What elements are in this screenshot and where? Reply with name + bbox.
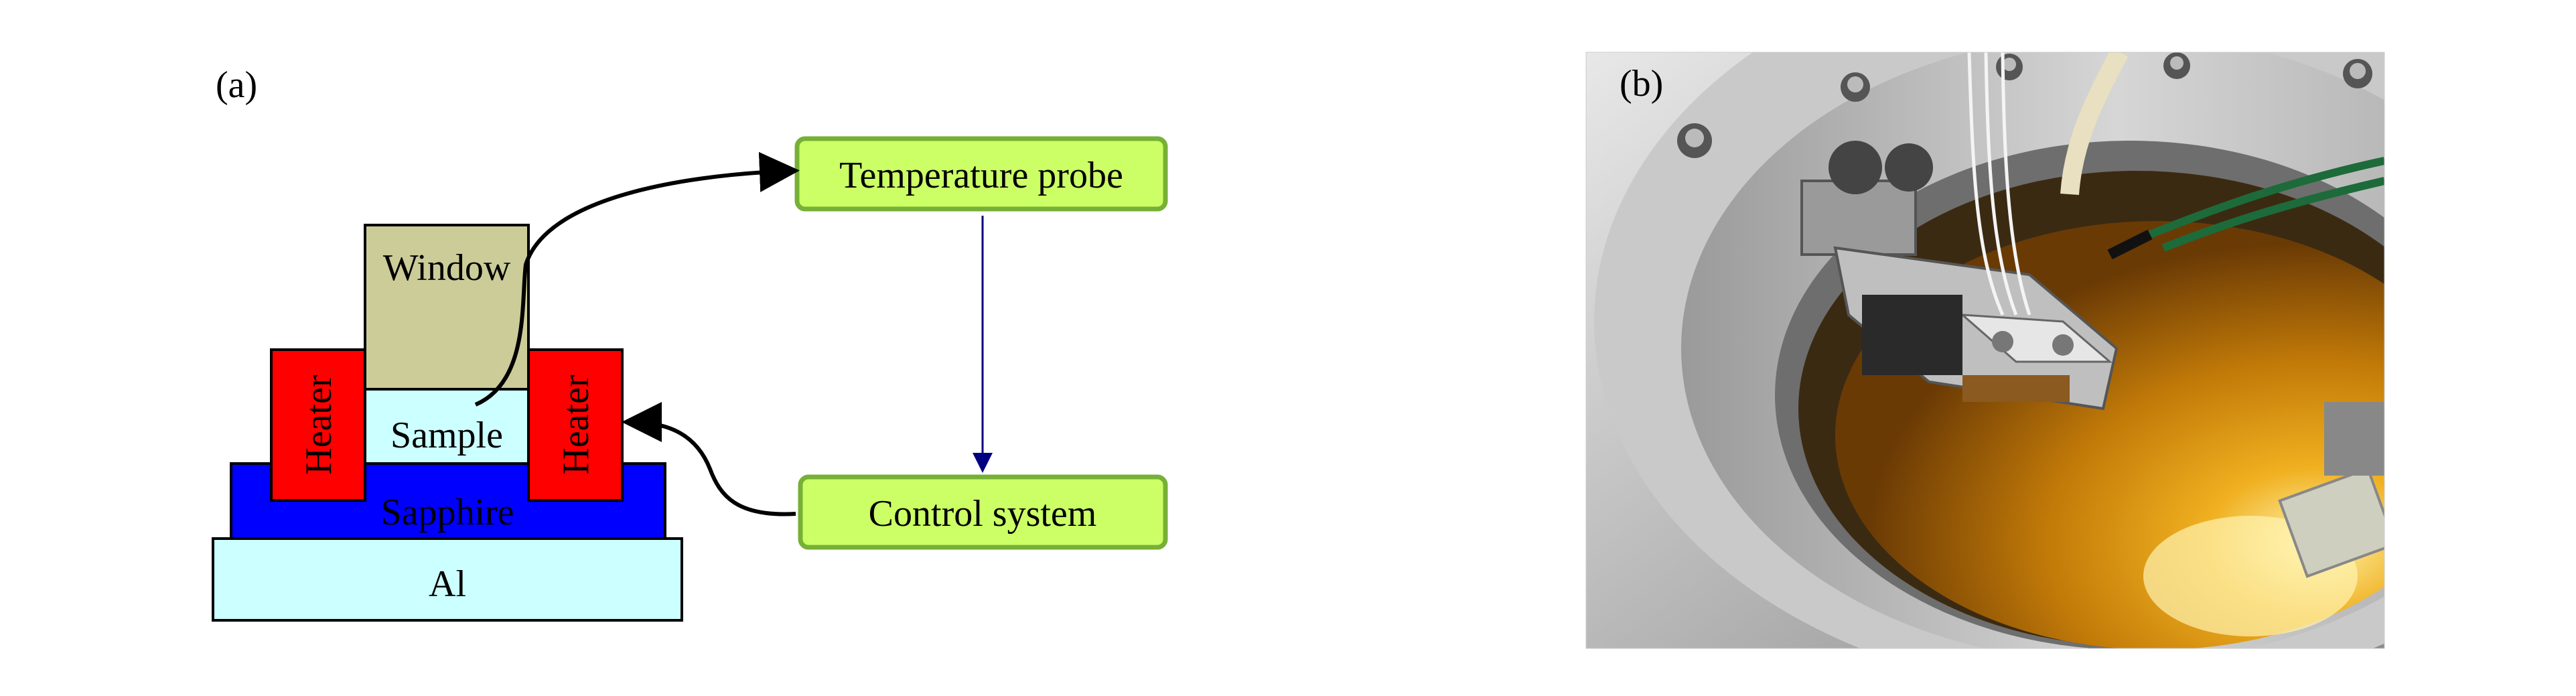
probe-arrow — [474, 151, 800, 407]
apparatus-photo — [1586, 52, 2384, 648]
heater-left-label: Heater — [298, 374, 340, 475]
temperature-probe-label: Temperature probe — [839, 155, 1123, 196]
window-block: Window — [364, 224, 530, 391]
sample-block: Sample — [364, 388, 530, 465]
al-block: Al — [212, 537, 683, 622]
temperature-probe-box: Temperature probe — [794, 136, 1168, 212]
heater-right-block: Heater — [527, 348, 624, 502]
control-system-label: Control system — [869, 493, 1097, 535]
panel-b: (b) — [1585, 52, 2385, 649]
panel-a-label: (a) — [216, 64, 257, 106]
al-label: Al — [429, 563, 466, 605]
control-arrow — [622, 402, 796, 516]
heater-right-label: Heater — [555, 374, 597, 475]
panel-b-label: (b) — [1620, 63, 1663, 105]
window-label: Window — [383, 247, 511, 289]
sapphire-label: Sapphire — [380, 492, 514, 533]
control-system-box: Control system — [798, 474, 1168, 550]
sample-label: Sample — [390, 415, 503, 456]
heater-left-block: Heater — [270, 348, 366, 502]
panel-a: (a) Al Sapphire Window Sample Heater — [212, 64, 1168, 622]
photo-frame — [1585, 52, 2385, 649]
